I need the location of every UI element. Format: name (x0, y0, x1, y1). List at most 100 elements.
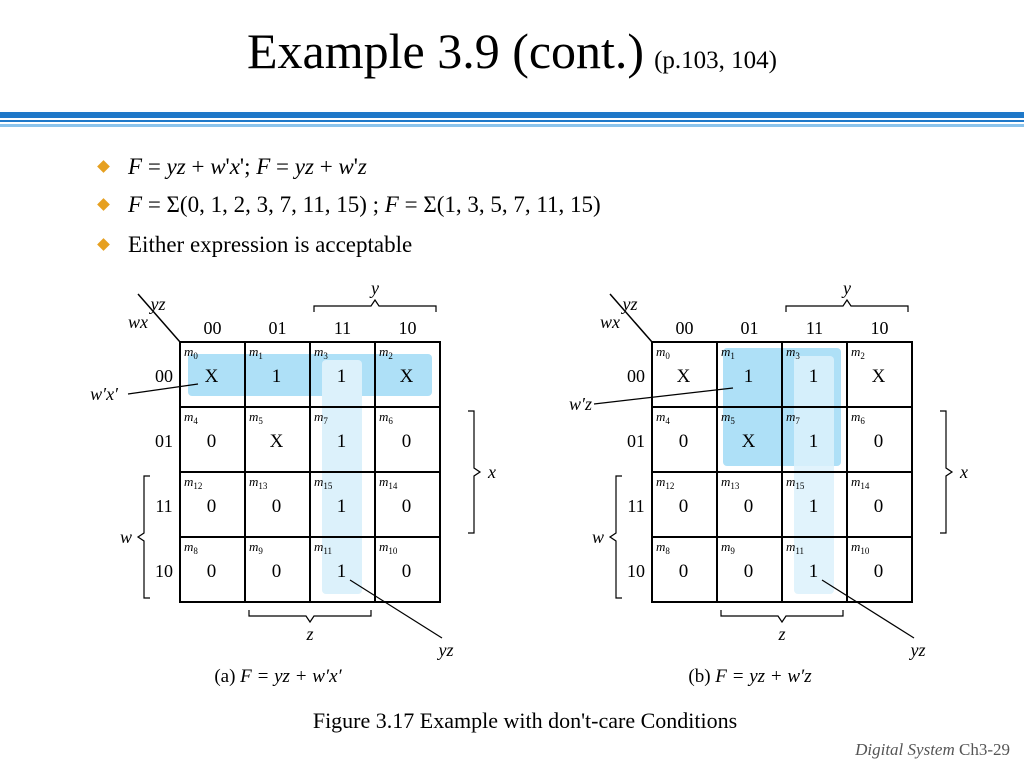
group-leader-line (127, 383, 199, 395)
group-label-wz: w′z (569, 394, 592, 414)
cell-value: 1 (809, 431, 819, 452)
cell-value: 0 (402, 496, 412, 517)
footer-course: Digital System (855, 740, 955, 759)
row-label: 10 (155, 561, 173, 581)
cell-value: 0 (402, 561, 412, 582)
group-highlight-yz (794, 356, 834, 594)
y-brace (313, 298, 437, 312)
cell-value: 0 (874, 431, 884, 452)
column-label: 00 (676, 318, 694, 338)
cell-value: 0 (874, 561, 884, 582)
minterm-label: m6 (851, 409, 865, 426)
minterm-label: m3 (314, 344, 328, 361)
var-label-w: w (592, 527, 604, 547)
minterm-label: m14 (379, 474, 398, 491)
group-label-yz: yz (909, 640, 926, 660)
title-divider (0, 112, 1024, 118)
minterm-label: m1 (721, 344, 735, 361)
title-divider-light (0, 124, 1024, 127)
cell-value: X (205, 366, 219, 387)
cell-value: 0 (679, 431, 689, 452)
cell-value: X (742, 431, 756, 452)
title-main: Example 3.9 (cont.) (246, 23, 645, 79)
map-caption: (a) F = yz + w′x′ (214, 666, 342, 687)
var-label-z: z (305, 624, 313, 644)
cell-value: 0 (744, 561, 754, 582)
cell-value: 1 (337, 496, 347, 517)
cell-value: 1 (337, 561, 347, 582)
minterm-label: m14 (851, 474, 870, 491)
cell-value: 0 (744, 496, 754, 517)
group-label-wx: w′x′ (90, 384, 119, 404)
minterm-label: m9 (721, 539, 735, 556)
minterm-label: m9 (249, 539, 263, 556)
group-leader-line (349, 579, 443, 639)
cell-value: 0 (874, 496, 884, 517)
minterm-label: m8 (184, 539, 198, 556)
cell-value: X (400, 366, 414, 387)
cell-value: X (270, 431, 284, 452)
minterm-label: m13 (721, 474, 740, 491)
minterm-label: m2 (379, 344, 393, 361)
minterm-label: m5 (249, 409, 263, 426)
cell-value: 0 (207, 496, 217, 517)
row-label: 11 (155, 496, 172, 516)
cell-value: 0 (272, 496, 282, 517)
cell-value: 1 (744, 366, 754, 387)
minterm-label: m12 (184, 474, 202, 491)
var-label-z: z (777, 624, 785, 644)
var-label-x: x (959, 462, 968, 482)
var-label-w: w (120, 527, 132, 547)
y-brace (785, 298, 909, 312)
cell-value: 0 (679, 496, 689, 517)
group-highlight-yz (322, 360, 362, 594)
group-label-yz: yz (437, 640, 454, 660)
map-caption: (b) F = yz + w′z (688, 666, 812, 687)
cell-value: 1 (809, 366, 819, 387)
w-brace (136, 475, 150, 599)
minterm-label: m6 (379, 409, 393, 426)
title-divider-thin (0, 120, 1024, 122)
cell-value: 1 (809, 496, 819, 517)
column-label: 00 (204, 318, 222, 338)
minterm-label: m0 (656, 344, 670, 361)
cell-value: 0 (272, 561, 282, 582)
cell-value: X (677, 366, 691, 387)
cell-value: 0 (207, 431, 217, 452)
corner-col-var: yz (149, 294, 166, 314)
column-label: 10 (871, 318, 889, 338)
var-label-y: y (841, 278, 851, 298)
minterm-label: m0 (184, 344, 198, 361)
row-label: 01 (627, 431, 645, 451)
cell-value: 1 (272, 366, 282, 387)
cell-value: 0 (679, 561, 689, 582)
row-label: 00 (155, 366, 173, 386)
z-brace (248, 610, 372, 624)
column-label: 11 (806, 318, 823, 338)
column-label: 01 (741, 318, 759, 338)
group-leader-line (593, 387, 734, 405)
minterm-label: m2 (851, 344, 865, 361)
minterm-label: m10 (379, 539, 398, 556)
corner-row-var: wx (128, 312, 148, 332)
bullet-text: F = Σ(0, 1, 2, 3, 7, 11, 15) ; F = Σ(1, … (128, 192, 601, 217)
cell-value: 1 (809, 561, 819, 582)
minterm-label: m1 (249, 344, 263, 361)
var-label-x: x (487, 462, 496, 482)
row-label: 10 (627, 561, 645, 581)
minterm-label: m10 (851, 539, 870, 556)
z-brace (720, 610, 844, 624)
minterm-label: m4 (656, 409, 670, 426)
x-brace (940, 410, 954, 534)
row-label: 01 (155, 431, 173, 451)
minterm-label: m12 (656, 474, 674, 491)
bullet-text: F = yz + w'x'; F = yz + w'z (128, 154, 367, 179)
footer: Digital System Ch3-29 (855, 740, 1010, 760)
minterm-label: m3 (786, 344, 800, 361)
row-label: 11 (627, 496, 644, 516)
column-label: 01 (269, 318, 287, 338)
var-label-y: y (369, 278, 379, 298)
corner-row-var: wx (600, 312, 620, 332)
title-page-ref: (p.103, 104) (654, 47, 777, 74)
